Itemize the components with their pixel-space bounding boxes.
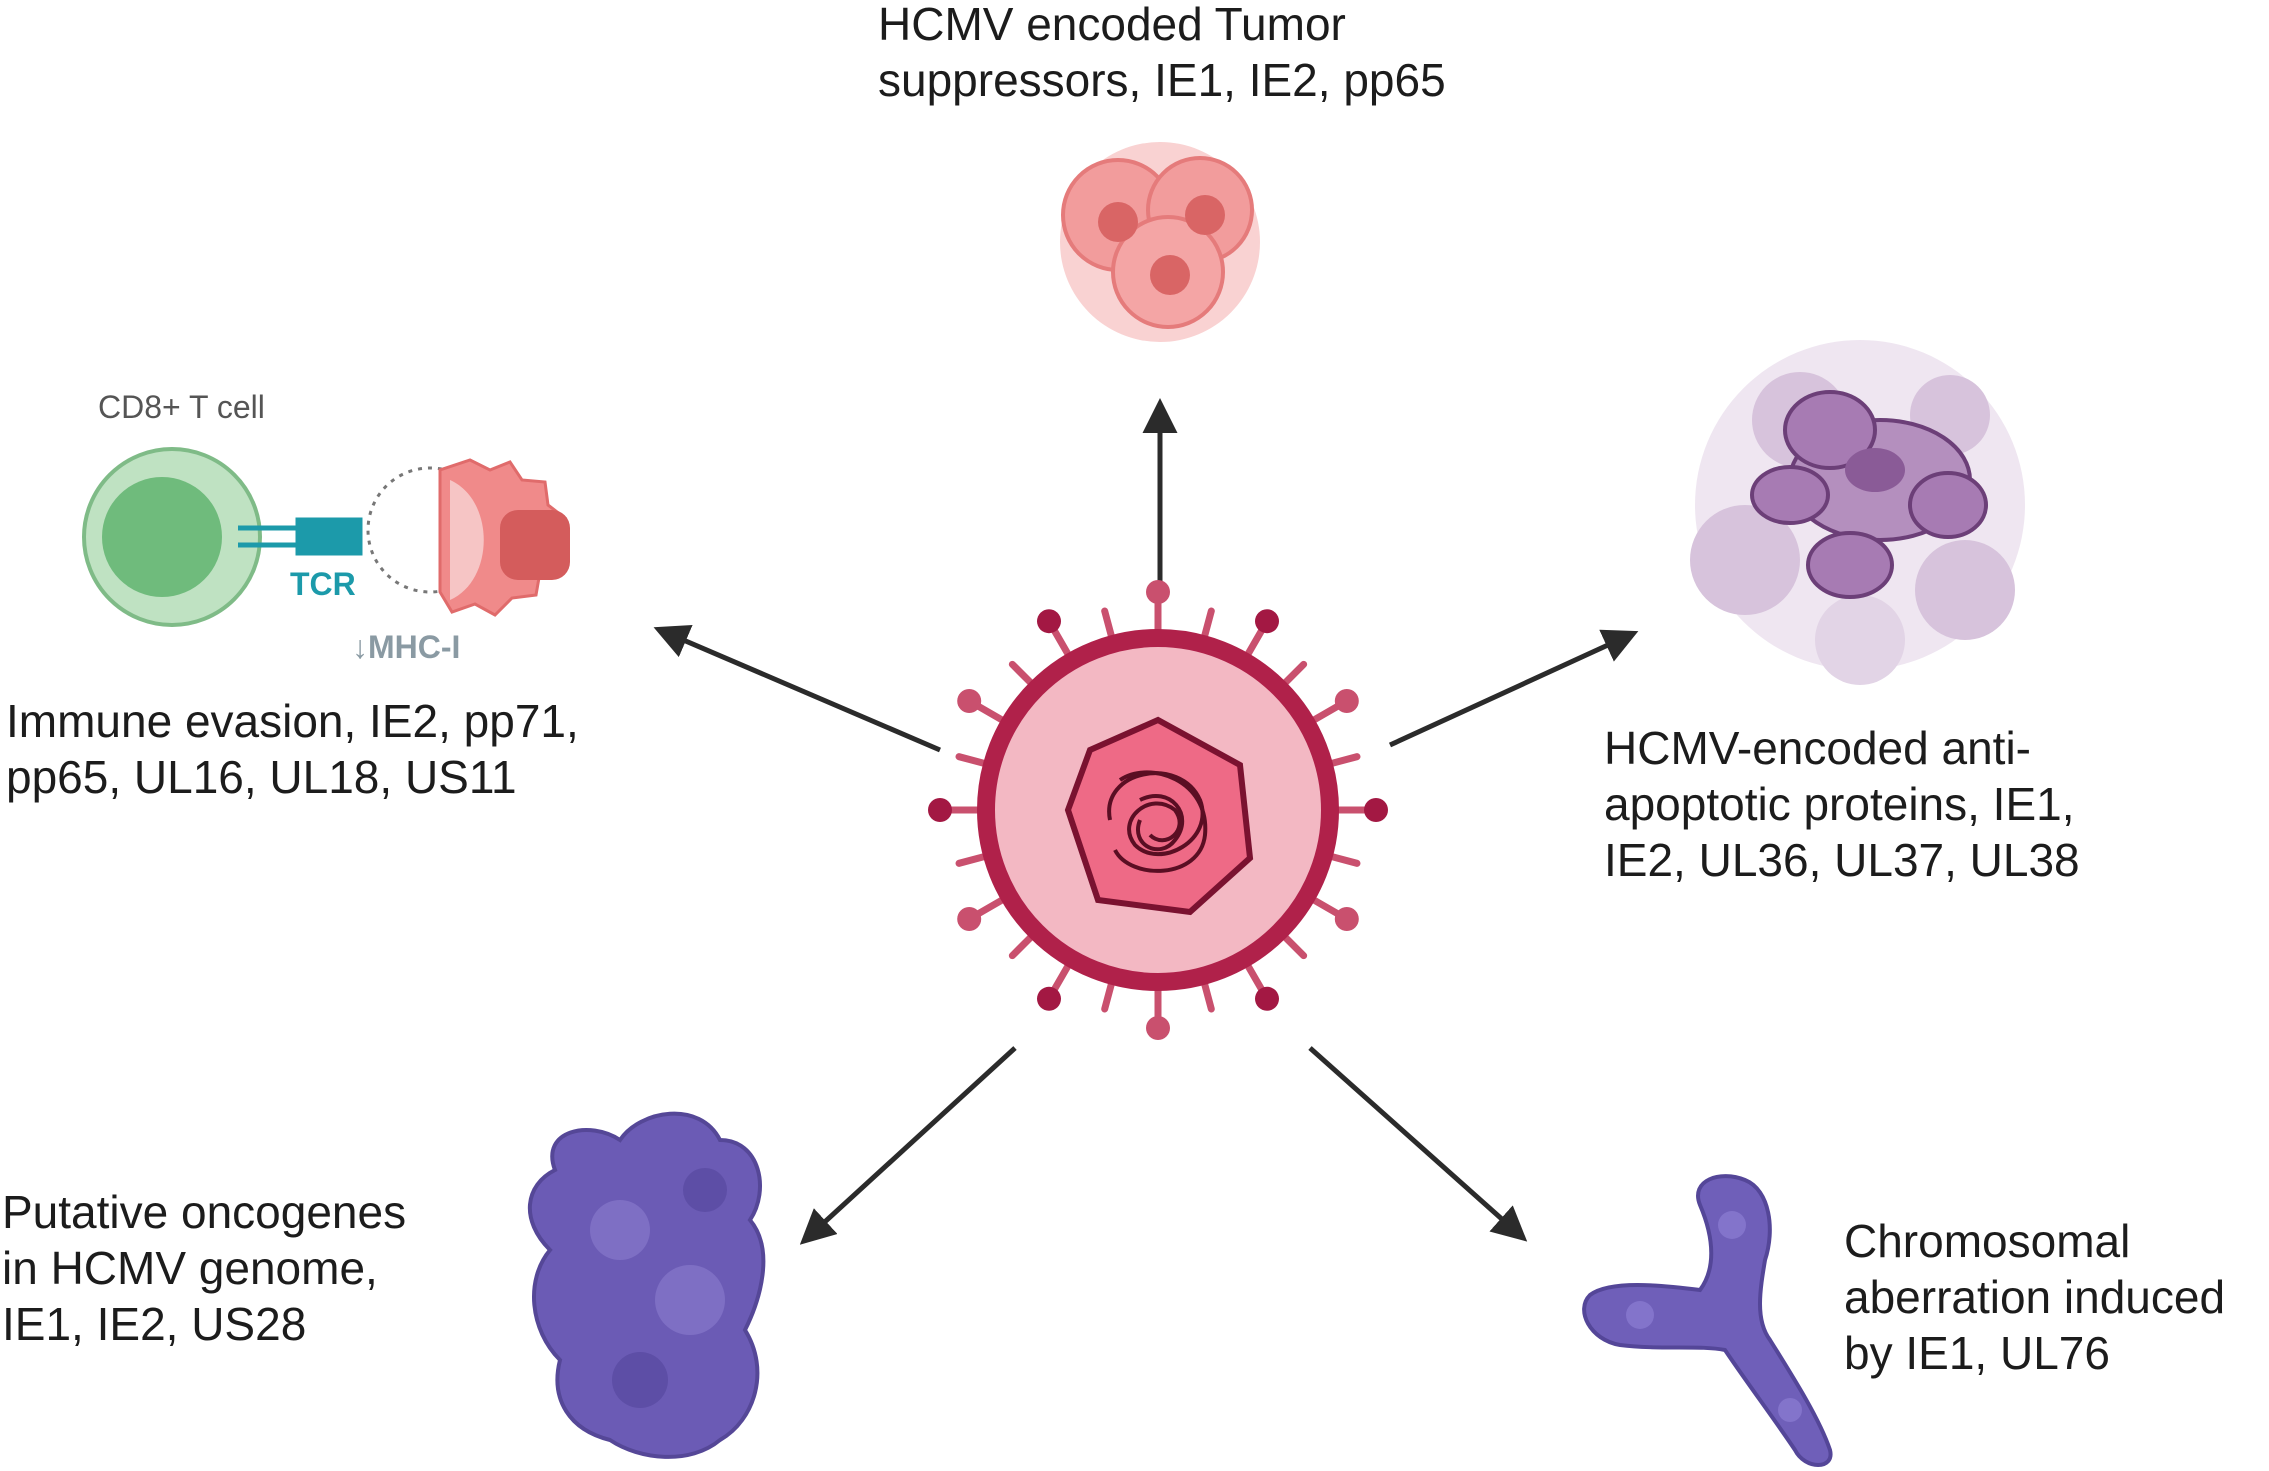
virus-spike-tip — [1334, 907, 1359, 931]
label-left-line2: pp65, UL16, UL18, US11 — [6, 751, 517, 803]
virus-spike-tip — [928, 798, 952, 822]
label-bottom-right-line2: aberration induced — [1844, 1271, 2225, 1323]
virus-spike-tip — [1037, 986, 1061, 1011]
label-left-line1: Immune evasion, IE2, pp71, — [6, 695, 579, 747]
tumor-cell-icon — [438, 458, 570, 617]
arrow-bottom-left — [799, 1046, 1017, 1245]
virus-spike — [1008, 932, 1036, 960]
virus-spike-tip — [1037, 609, 1061, 634]
virus-spike — [1200, 607, 1215, 642]
virus-spike — [1008, 660, 1036, 688]
apoptotic-cell-icon — [1690, 340, 2025, 685]
virus-spike — [1101, 607, 1116, 642]
virus-spike-tip — [1334, 689, 1359, 713]
label-bottom-left-line2: in HCMV genome, — [2, 1242, 378, 1294]
label-top-line2: suppressors, IE1, IE2, pp65 — [878, 54, 1446, 106]
virus-spike — [1326, 753, 1361, 768]
virus-spike-tip — [1146, 580, 1170, 604]
virus-icon — [928, 580, 1388, 1040]
tumor-cluster-icon — [1060, 142, 1260, 342]
arrows — [653, 398, 1639, 1245]
label-bottom-right-line3: by IE1, UL76 — [1844, 1327, 2110, 1379]
virus-spike — [1101, 978, 1116, 1013]
label-left: Immune evasion, IE2, pp71, pp65, UL16, U… — [6, 695, 579, 803]
protein-blob-icon — [527, 1111, 766, 1459]
virus-spike-tip — [957, 689, 982, 713]
virus-spike — [955, 753, 990, 768]
mhc-label: ↓MHC-I — [352, 629, 460, 665]
label-right: HCMV-encoded anti- apoptotic proteins, I… — [1604, 722, 2080, 886]
virus-spike — [1326, 852, 1361, 867]
virus-spike-tip — [957, 907, 982, 931]
label-bottom-left-line3: IE1, IE2, US28 — [2, 1298, 306, 1350]
virus-spike-tip — [1255, 986, 1279, 1011]
label-bottom-right: Chromosomal aberration induced by IE1, U… — [1844, 1215, 2225, 1379]
chromosome-icon — [1582, 1174, 1833, 1467]
capsid-icon — [1064, 716, 1254, 916]
immune-evasion-panel: CD8+ T cell TCR ↓MHC-I — [82, 389, 570, 665]
virus-spike-tip — [1255, 609, 1279, 634]
label-top-line1: HCMV encoded Tumor — [878, 0, 1346, 50]
label-bottom-left: Putative oncogenes in HCMV genome, IE1, … — [2, 1186, 406, 1350]
virus-spike-tip — [1146, 1016, 1170, 1040]
virus-spike — [1200, 978, 1215, 1013]
label-right-line3: IE2, UL36, UL37, UL38 — [1604, 834, 2080, 886]
arrow-bottom-right — [1308, 1046, 1528, 1242]
virus-spike — [955, 852, 990, 867]
cd8-label: CD8+ T cell — [98, 389, 265, 425]
tcr-icon — [238, 517, 363, 556]
virus-spike — [1280, 932, 1308, 960]
virus-spike-tip — [1364, 798, 1388, 822]
label-right-line1: HCMV-encoded anti- — [1604, 722, 2031, 774]
arrow-left — [653, 624, 941, 753]
label-right-line2: apoptotic proteins, IE1, — [1604, 778, 2075, 830]
tcr-label: TCR — [290, 566, 356, 602]
label-top: HCMV encoded Tumor suppressors, IE1, IE2… — [878, 0, 1446, 106]
label-bottom-right-line1: Chromosomal — [1844, 1215, 2130, 1267]
t-cell-icon — [82, 447, 262, 627]
virus-spike — [1280, 660, 1308, 688]
arrow-right — [1388, 629, 1639, 748]
label-bottom-left-line1: Putative oncogenes — [2, 1186, 406, 1238]
